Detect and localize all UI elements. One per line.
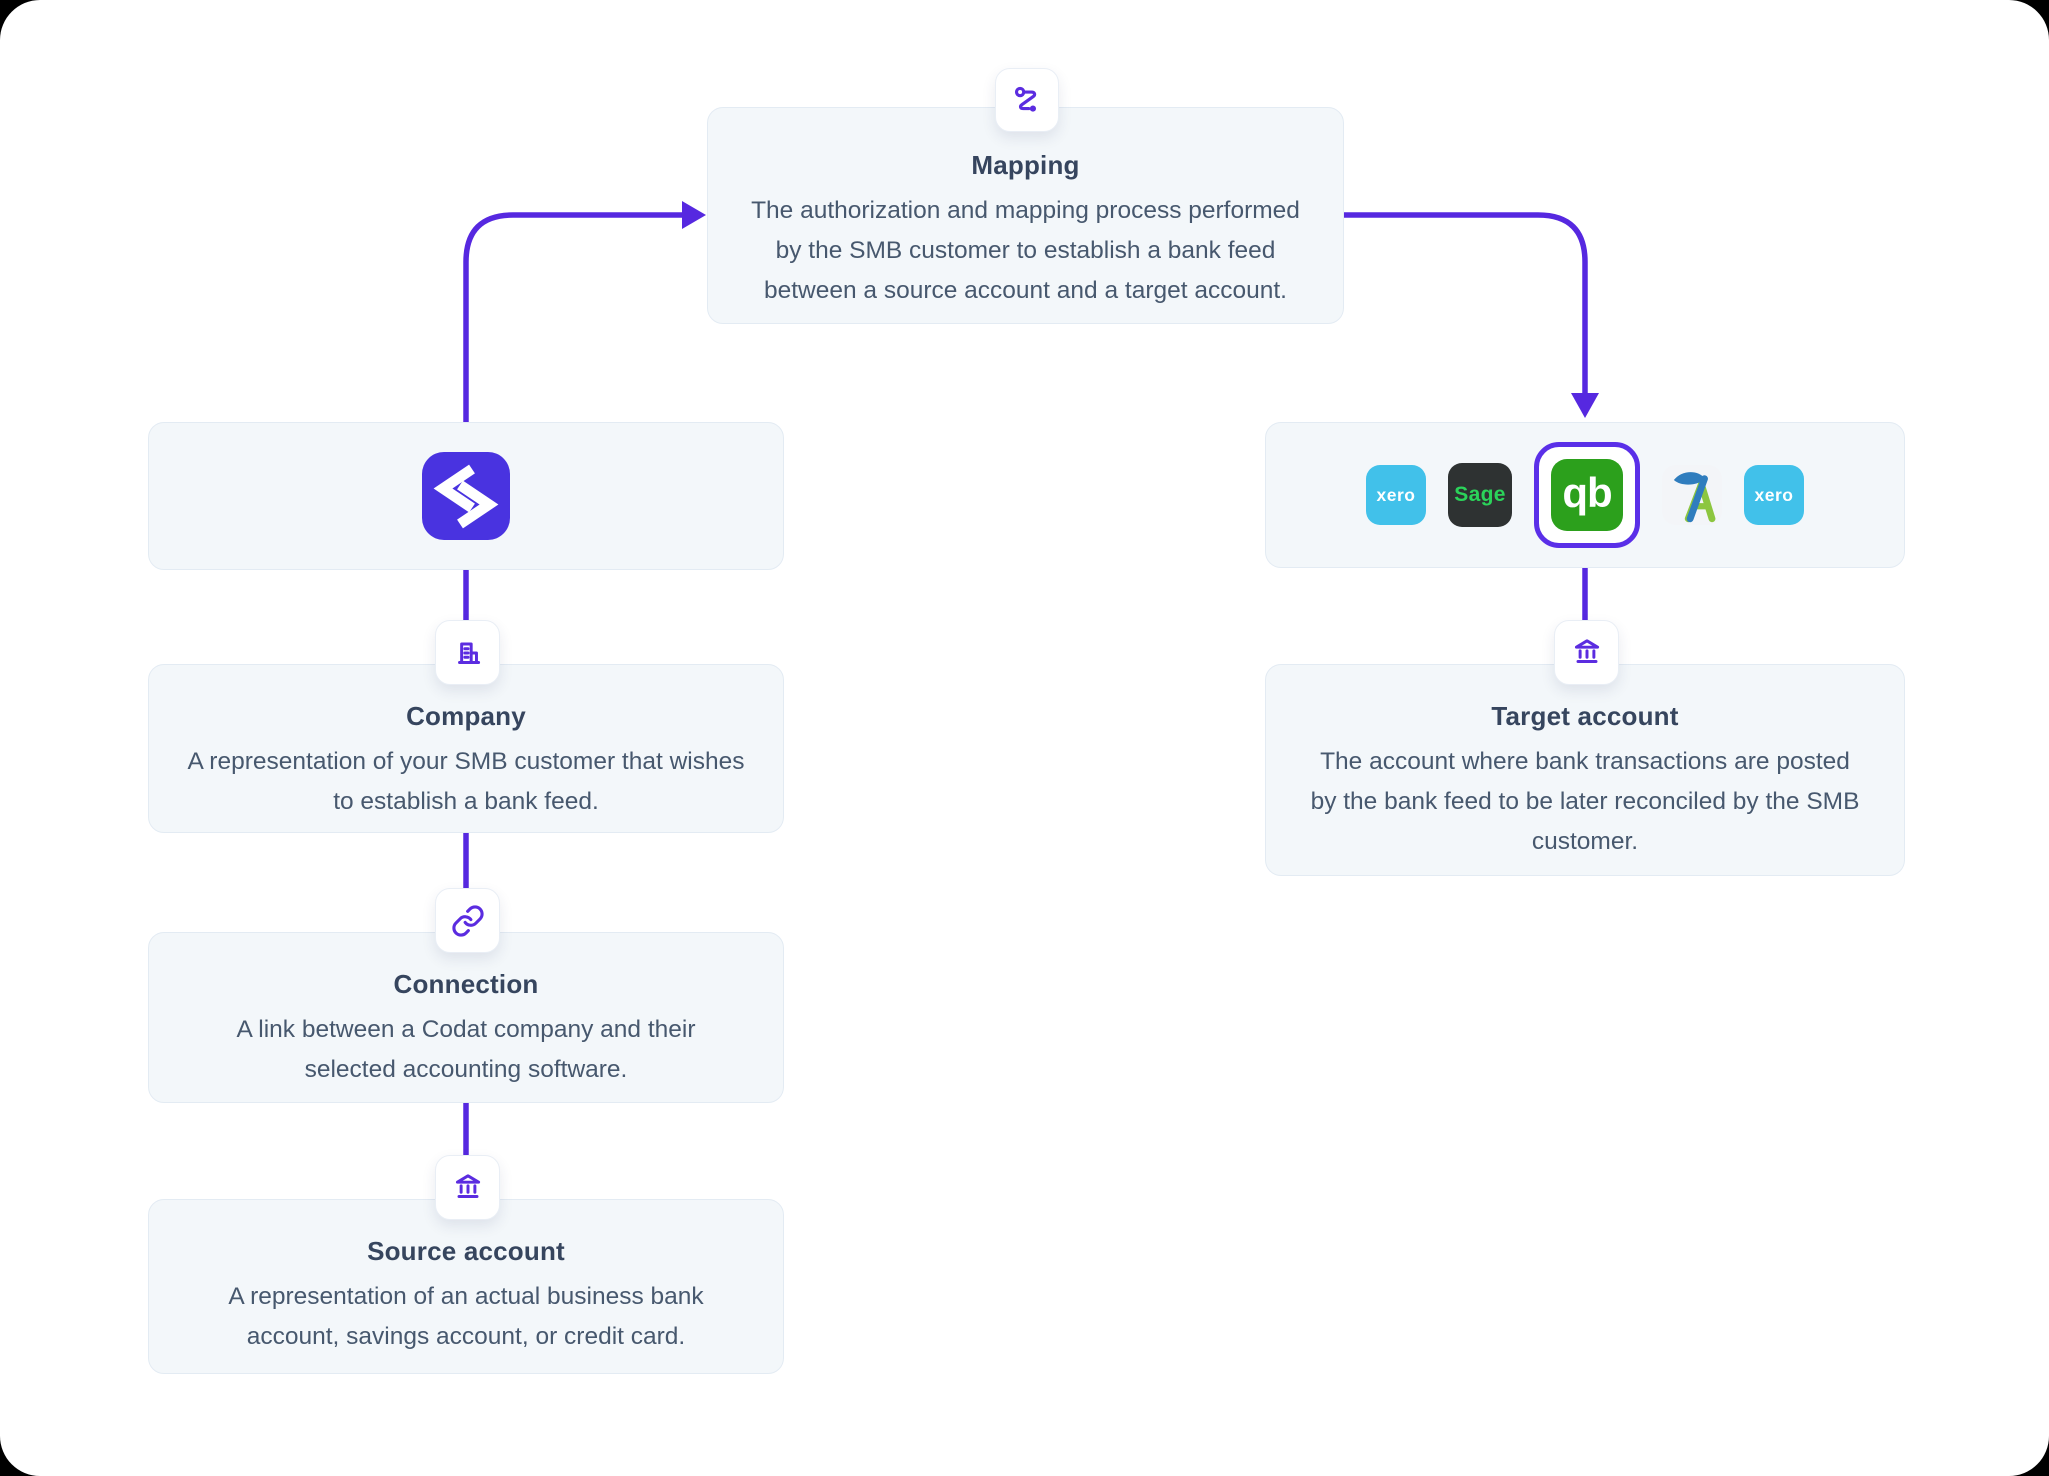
bank-icon [1574,638,1599,663]
quickbooks-selected-ring: qb [1534,442,1640,548]
route-icon [1014,86,1037,112]
source-account-description: A representation of an actual business b… [228,1283,704,1350]
company-card: Company A representation of your SMB cus… [148,664,784,833]
mapping-title: Mapping [971,150,1080,180]
codat-card [148,422,784,570]
connection-card: Connection A link between a Codat compan… [148,932,784,1103]
connector-company-to-mapping [463,212,687,425]
connection-title: Connection [393,969,539,999]
integrations-card: xero Sage qb [1265,422,1905,568]
target-account-title: Target account [1491,701,1679,731]
link-icon [451,904,484,937]
bank-icon [455,1173,480,1198]
freeagent-logo [1662,465,1722,525]
connector-mapping-to-integrations [1341,212,1588,397]
mapping-badge [995,68,1059,132]
arrowhead-right-icon [682,201,706,229]
source-account-badge [435,1155,500,1220]
company-title: Company [406,701,526,731]
company-description: A representation of your SMB customer th… [187,748,745,815]
company-badge [435,620,500,685]
freeagent-mark-icon [1673,472,1716,523]
quickbooks-logo: qb [1551,459,1623,531]
xero-logo: xero [1744,465,1804,525]
target-account-card: Target account The account where bank tr… [1265,664,1905,876]
target-account-badge [1554,620,1619,685]
sage-logo: Sage [1448,463,1512,527]
source-account-title: Source account [367,1236,565,1266]
target-account-description: The account where bank transactions are … [1310,748,1860,855]
connection-badge [435,888,500,953]
arrowhead-down-icon [1571,393,1599,418]
mapping-description: The authorization and mapping process pe… [751,197,1300,304]
codat-logo [422,452,510,540]
source-account-card: Source account A representation of an ac… [148,1199,784,1374]
mapping-card: Mapping The authorization and mapping pr… [707,107,1344,324]
connection-description: A link between a Codat company and their… [236,1016,696,1083]
integration-logo-row: xero Sage qb [1366,442,1804,548]
building-icon [457,642,480,664]
xero-logo: xero [1366,465,1426,525]
